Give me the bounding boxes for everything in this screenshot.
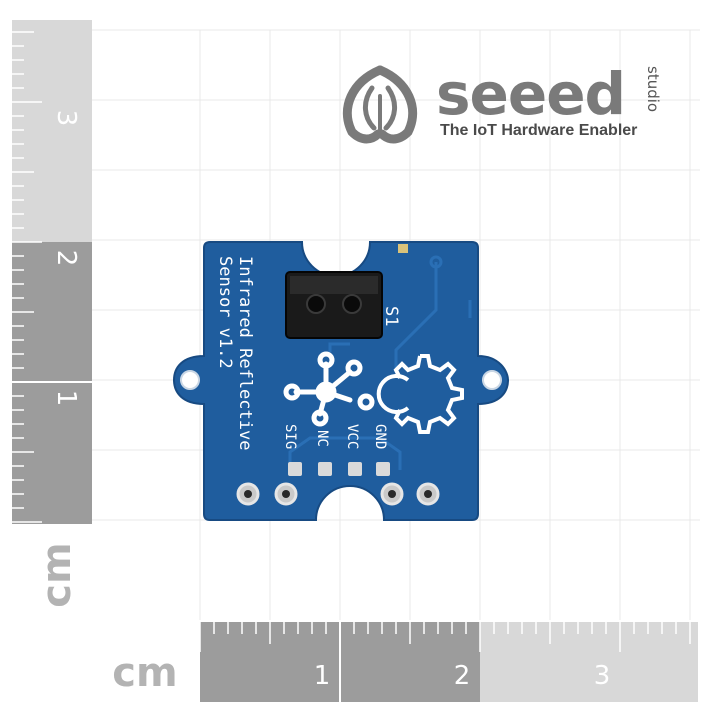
brand-name: seeed bbox=[436, 60, 625, 128]
grove-ir-sensor-board: S1 Infrared Reflective Sensor v1.2 SIG N… bbox=[172, 241, 510, 521]
ir-receiver-lens bbox=[342, 294, 362, 314]
ruler-number-1: 1 bbox=[51, 390, 81, 407]
ruler-number-h1: 1 bbox=[314, 661, 331, 691]
component-label: S1 bbox=[381, 306, 401, 326]
header-holes bbox=[236, 482, 440, 506]
seed-leaf-icon bbox=[342, 65, 418, 144]
brand-sub: studio bbox=[644, 66, 662, 112]
ir-emitter-lens bbox=[306, 294, 326, 314]
ruler-number-2: 2 bbox=[51, 250, 81, 267]
mounting-hole-left bbox=[180, 370, 200, 390]
ruler-number-3: 3 bbox=[51, 110, 81, 127]
mounting-hole-right bbox=[482, 370, 502, 390]
board-title-line1: Infrared Reflective bbox=[235, 256, 255, 450]
ruler-number-h3: 3 bbox=[594, 661, 611, 691]
gear-icon bbox=[376, 354, 464, 434]
grove-symbol bbox=[283, 351, 375, 427]
pin-pads bbox=[288, 462, 390, 476]
board-title-line2: Sensor v1.2 bbox=[215, 256, 235, 369]
tagline: The IoT Hardware Enabler bbox=[440, 122, 637, 139]
ruler-number-h2: 2 bbox=[454, 661, 471, 691]
vertical-ruler: 3 2 1 bbox=[12, 20, 92, 524]
seeed-logo: seeed studio The IoT Hardware Enabler bbox=[342, 60, 662, 144]
horizontal-ruler: 1 2 3 bbox=[199, 622, 698, 702]
ir-sensor-component bbox=[285, 271, 383, 339]
pin-label-vcc: VCC bbox=[344, 424, 360, 449]
pcb-traces bbox=[288, 255, 472, 470]
pin-label-sig: SIG bbox=[282, 424, 298, 449]
pin-label-gnd: GND bbox=[372, 424, 388, 449]
horizontal-unit-label: cm bbox=[112, 650, 177, 696]
pin-label-nc: NC bbox=[314, 430, 330, 447]
smd-pad bbox=[398, 244, 408, 253]
vertical-unit-label: cm bbox=[34, 542, 80, 607]
